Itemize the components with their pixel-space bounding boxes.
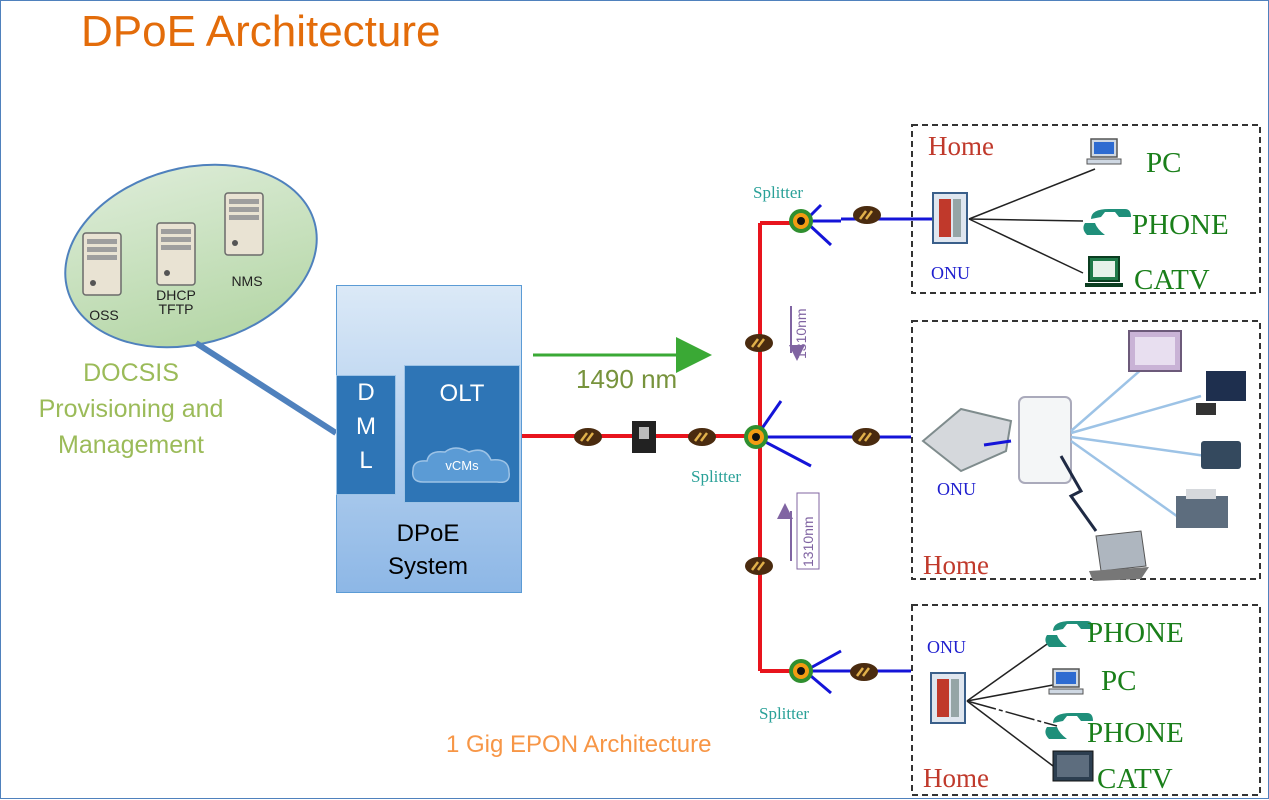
dpoe-system-caption: DPoE System <box>336 517 520 583</box>
downstream-wavelength-label: 1490 nm <box>576 364 678 394</box>
splitter-label-bottom: Splitter <box>759 704 810 723</box>
splitter-label-top: Splitter <box>753 183 804 202</box>
home1-phone-icon <box>1083 209 1131 235</box>
home2-tv-icon <box>1128 330 1182 372</box>
home2-laptop-icon <box>1089 530 1149 581</box>
home3-pc-icon <box>1048 668 1084 695</box>
top-splitter-icon <box>789 203 841 247</box>
lower-connector-icon <box>743 555 775 577</box>
home1-connector-icon <box>851 204 883 226</box>
docsis-label-line-3: Management <box>58 431 204 459</box>
home-1-label: Home <box>928 131 994 161</box>
home3-phone-icon-2 <box>1045 713 1093 739</box>
dml-letter-l: L <box>359 447 373 474</box>
home-3-box <box>911 604 1261 796</box>
upstream-wavelength-label-bottom: 1310nm <box>800 516 816 567</box>
upstream-wavelength-label-top: 1310nm <box>793 308 809 359</box>
trunk-connector-icon-2 <box>686 426 718 448</box>
dml-letter-m: M <box>356 413 376 440</box>
home3-phone-icon <box>1045 621 1093 647</box>
home2-connector-icon <box>850 426 882 448</box>
home1-pc-icon <box>1086 138 1122 165</box>
home1-tv-icon <box>1084 256 1124 288</box>
epon-architecture-label: 1 Gig EPON Architecture <box>446 731 712 758</box>
vcms-cloud-icon <box>411 447 510 484</box>
upper-connector-icon <box>743 332 775 354</box>
home2-onu-icon <box>921 407 1013 473</box>
oss-label: OSS <box>89 307 119 323</box>
docsis-label: DOCSIS Provisioning and Management <box>21 355 241 463</box>
docsis-label-line-2: Provisioning and <box>38 395 224 423</box>
home2-router-icon <box>1018 396 1072 484</box>
oss-server-icon <box>82 232 122 296</box>
home-1-device-pc: PC <box>1146 147 1182 179</box>
home-1-device-phone: PHONE <box>1132 209 1229 241</box>
page-title: DPoE Architecture <box>81 7 441 56</box>
dhcp-tftp-server-icon <box>156 222 196 286</box>
center-splitter-icon <box>744 400 911 468</box>
home-2-box <box>911 320 1261 580</box>
home-1-box <box>911 124 1261 294</box>
home-3-device-phone-1: PHONE <box>1087 617 1184 649</box>
nms-label: NMS <box>231 273 263 289</box>
home1-onu-icon <box>932 192 968 244</box>
home3-tv-icon <box>1052 750 1094 782</box>
dml-block: D M L <box>336 375 396 495</box>
home-2-label: Home <box>923 550 989 580</box>
olt-block: OLT vCMs <box>404 365 520 503</box>
home-3-onu-label: ONU <box>927 637 966 657</box>
home2-pc-icon <box>1196 371 1246 415</box>
nms-server-icon <box>224 192 264 256</box>
home-3-device-catv: CATV <box>1097 763 1173 795</box>
olt-label: OLT <box>439 380 485 407</box>
dpoe-caption-line-1: DPoE <box>396 520 460 547</box>
home2-phone-icon <box>1201 441 1241 469</box>
splitter-label-center: Splitter <box>691 467 742 486</box>
home3-onu-icon <box>930 672 966 724</box>
home-3-label: Home <box>923 763 989 793</box>
home-2-onu-label: ONU <box>937 479 976 499</box>
home-3-device-pc: PC <box>1101 665 1137 697</box>
dml-letter-d: D <box>357 379 375 406</box>
trunk-connector-icon <box>572 426 604 448</box>
home3-connector-icon <box>848 661 880 683</box>
home-1-device-catv: CATV <box>1134 264 1210 294</box>
home-1-onu-label: ONU <box>931 263 970 283</box>
provisioning-link <box>194 340 338 436</box>
docsis-label-line-1: DOCSIS <box>83 359 179 387</box>
home2-fax-icon <box>1176 489 1228 528</box>
home-3-device-phone-2: PHONE <box>1087 717 1184 749</box>
vcms-label: vCMs <box>445 458 479 473</box>
dhcp-tftp-label: DHCP TFTP <box>156 287 196 317</box>
dpoe-caption-line-2: System <box>387 553 468 580</box>
